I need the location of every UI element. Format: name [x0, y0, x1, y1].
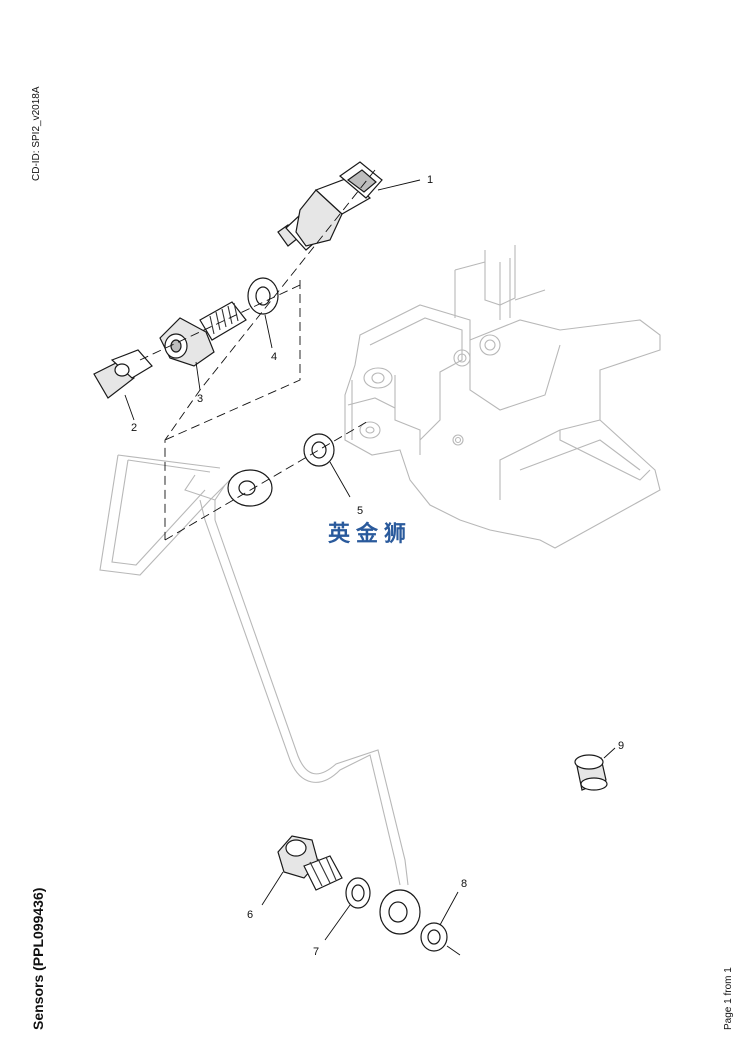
- callout-7: 7: [313, 946, 319, 958]
- callout-9: 9: [618, 740, 624, 752]
- part-7-washer: [345, 877, 371, 909]
- part-9-cap: [574, 754, 608, 791]
- callout-3: 3: [197, 393, 203, 405]
- callout-2: 2: [131, 422, 137, 434]
- callout-numbers: 1 2 3 4 5 6 7 8 9: [131, 174, 624, 958]
- assembly-centerlines: [139, 169, 376, 541]
- callout-1: 1: [427, 174, 433, 186]
- callout-8: 8: [461, 878, 467, 890]
- page-number: Page 1 from 1: [723, 967, 734, 1030]
- callout-6: 6: [247, 909, 253, 921]
- watermark-text: 英金狮: [328, 522, 413, 547]
- part-5-washer: [303, 433, 335, 467]
- part-4-washer: [247, 277, 279, 315]
- page-title: Sensors (PPL099436): [30, 887, 46, 1030]
- part-6-banjo-bolt: [277, 835, 343, 891]
- callout-5: 5: [357, 505, 363, 517]
- part-2-plug: [93, 349, 153, 399]
- part-8-washer: [420, 922, 448, 952]
- pipe-loop-outline: [99, 454, 409, 886]
- leader-lines: [124, 179, 616, 956]
- banjo-fitting-lower: [379, 889, 421, 935]
- part-3-adapter: [159, 301, 247, 367]
- part-1-pressure-sensor: [277, 161, 383, 251]
- cd-id-label: CD-ID: SPI2_v2018A: [31, 86, 42, 182]
- engine-housing-outline: [344, 245, 661, 549]
- callout-4: 4: [271, 351, 277, 363]
- banjo-fitting-upper: [227, 469, 273, 507]
